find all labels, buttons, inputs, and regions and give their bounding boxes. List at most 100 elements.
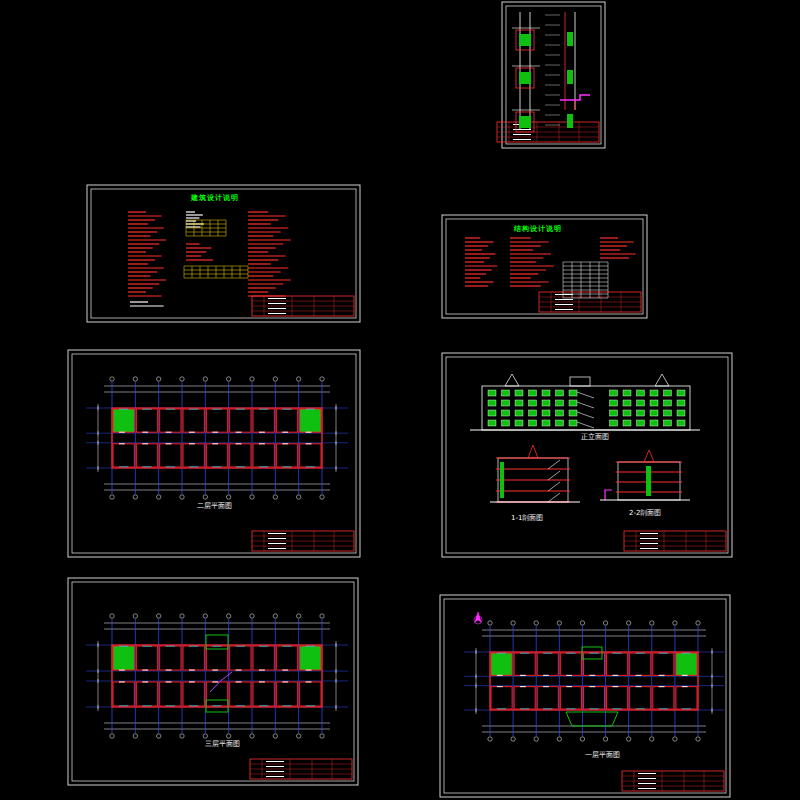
room-wall [160,646,181,670]
title-block-line [686,531,687,551]
axis-bubble [273,734,277,738]
room-wall [136,682,157,706]
sheet-frame [68,578,358,785]
door-symbol [259,443,265,444]
dimension-line [104,623,330,624]
axis-line [605,626,606,736]
axis-bubble [250,734,254,738]
note-text-stroke [465,277,480,278]
note-text-stroke [128,259,155,260]
elevation-window [650,420,658,426]
note-text-stroke [248,215,286,216]
door-symbol [119,681,125,682]
elevation-window [529,390,537,396]
window-symbol [282,409,291,410]
note-text-stroke [510,241,549,242]
room-wall [113,409,134,432]
room-wall [160,444,181,467]
glass-fill [519,72,531,84]
title-block-text-stroke [266,771,284,772]
note-text-stroke [128,235,150,236]
elevation-window [488,420,496,426]
axis-bubble [320,377,324,381]
axis-bubble [273,377,277,381]
axis-bubble [557,737,561,741]
floor-line [512,66,540,67]
axis-bubble [580,737,584,741]
note-text-stroke [510,285,541,286]
table-line [232,266,233,278]
elevation-window [556,410,564,416]
sheet-frame [442,215,647,318]
note-text-stroke [248,283,283,284]
axis-bubble [580,621,584,625]
table-line [572,262,573,298]
title-block-text-stroke [266,766,284,767]
axis-bubble [133,614,137,618]
table-line [186,224,226,225]
floor-slab [496,469,570,470]
axis-bubble [626,737,630,741]
window-symbol [306,706,315,707]
leader-line [545,35,560,36]
title-block [622,771,724,791]
title-block-line [664,531,665,551]
room-wall [300,444,321,467]
axis-bubble [534,737,538,741]
door-symbol [166,670,172,671]
door-symbol [566,675,572,676]
note-text-stroke [186,214,203,215]
room-wall [607,687,628,709]
elevation-window [677,410,685,416]
door-symbol [119,443,125,444]
axis-bubble [273,614,277,618]
note-text-stroke [128,271,157,272]
title-block-line [292,296,293,316]
elevation-window [610,420,618,426]
drawing-title: 2-2剖面图 [628,510,662,518]
flashing-detail [560,95,590,100]
note-text-stroke [510,277,531,278]
elevation-window [502,390,510,396]
room-wall [113,444,134,467]
sheet-frame [440,595,730,797]
axis-line [559,626,560,736]
title-block-line [332,759,333,779]
glass-fill [567,70,573,84]
title-block-line [334,296,335,316]
title-block-text-stroke [638,778,656,779]
room-wall [253,444,274,467]
sheet-frame [502,2,605,148]
title-block-line [252,311,354,312]
elevation-window [623,390,631,396]
window-symbol [306,467,315,468]
title-block-line [624,536,726,537]
stair-flight [548,493,560,502]
note-text-stroke [248,295,286,296]
title-block-text-stroke [640,533,658,534]
note-text-stroke [465,237,480,238]
note-text-stroke [128,243,159,244]
leader-line [545,55,560,56]
elevation-window [637,410,645,416]
stair-glazing [577,412,594,418]
door-symbol [259,432,265,433]
axis-line [158,619,159,733]
title-block-text-stroke [268,538,286,539]
door-symbol [282,443,288,444]
note-text-stroke [186,220,196,221]
room-wall [676,653,697,675]
ground-line [470,429,700,430]
axis-line [86,442,348,443]
title-block-text-stroke [513,139,531,140]
axis-line [205,382,206,494]
axis-bubble [534,621,538,625]
window-symbol [636,709,645,710]
axis-line [86,433,348,434]
section-roof [528,445,538,458]
elevation-window [677,390,685,396]
window-symbol [189,467,198,468]
elevation-window [569,410,577,416]
axis-line [674,626,675,736]
axis-bubble [133,495,137,499]
